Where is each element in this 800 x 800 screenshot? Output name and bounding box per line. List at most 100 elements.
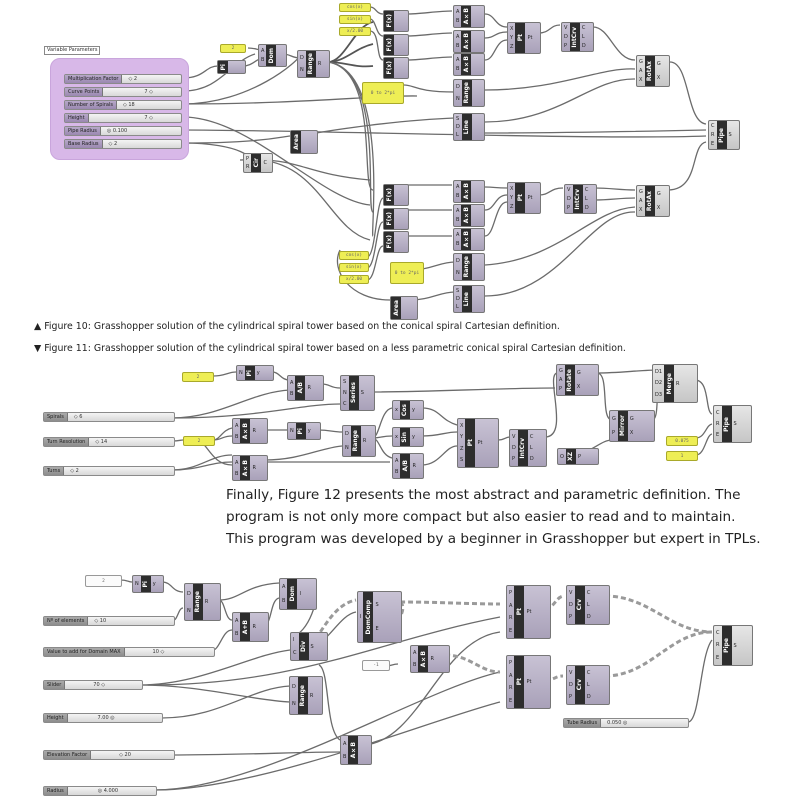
slider-spirals[interactable]: Spirals◇ 6	[43, 412, 175, 422]
panel-expr-z-top[interactable]: x/2.00	[339, 27, 371, 36]
slider-elevation-factor[interactable]: Elevation Factor◇ 20	[43, 750, 175, 760]
panel-expr-cos-top[interactable]: cos(x)	[339, 3, 371, 12]
component-core: F(x)	[384, 35, 394, 55]
component-fx-5[interactable]: F(x)	[383, 208, 409, 230]
panel-range-bottom[interactable]: 0 to 2*pi	[390, 262, 424, 284]
component-fx-3[interactable]: F(x)	[383, 57, 409, 79]
slider-pipe-radius[interactable]: Pipe Radius ◎ 0.100	[64, 126, 182, 136]
component-fx-2[interactable]: F(x)	[383, 34, 409, 56]
panel-expr-cos-bottom[interactable]: cos(x)	[339, 251, 369, 260]
component-fx-1[interactable]: F(x)	[383, 10, 409, 32]
slider-turn-resolution[interactable]: Turn Resolution◇ 14	[43, 437, 175, 447]
slider-number-of-spirals[interactable]: Number of Spirals ◇ 18	[64, 100, 182, 110]
slider-height[interactable]: Height 7 ◇	[64, 113, 182, 123]
slider-label: Elevation Factor	[44, 751, 92, 759]
panel-two-mid[interactable]: 2	[183, 436, 215, 446]
panel-expr-sin-bottom[interactable]: sin(x)	[339, 263, 369, 272]
panel-pipe-radius[interactable]: 0.075	[666, 436, 698, 446]
panel-expr-sin-top[interactable]: sin(x)	[339, 15, 371, 24]
component-fx-6[interactable]: F(x)	[383, 231, 409, 253]
slider-radius[interactable]: Radius◎ 4.000	[43, 786, 157, 796]
component-core: F(x)	[384, 58, 394, 78]
panel-negative-one[interactable]: -1	[362, 660, 390, 671]
component-core: Line	[461, 114, 472, 140]
slider-number-of-elements[interactable]: Nº of elements◇ 10	[43, 616, 175, 626]
component-area-top[interactable]: Area	[290, 130, 318, 154]
panel-two[interactable]: 2	[85, 575, 122, 587]
panel-two[interactable]: 2	[220, 44, 246, 53]
slider-multiplication-factor[interactable]: Multiplication Factor ◇ 2	[64, 74, 182, 84]
panel-two-top[interactable]: 2	[182, 372, 214, 382]
panel-pipe-end[interactable]: 1	[666, 451, 698, 461]
component-fx-4[interactable]: F(x)	[383, 184, 409, 206]
slider-curve-points[interactable]: Curve Points 7 ◇	[64, 87, 182, 97]
component-pi[interactable]: Pi	[217, 60, 246, 74]
panel-range-top[interactable]: 0 to 2*pi	[362, 82, 404, 104]
component-area-bottom[interactable]: Area	[390, 296, 418, 320]
panel-expr-z-bottom[interactable]: x/2.00	[339, 275, 369, 284]
slider-turns[interactable]: Turns◇ 2	[43, 466, 175, 476]
slider-base-radius[interactable]: Base Radius ◇ 2	[64, 139, 182, 149]
